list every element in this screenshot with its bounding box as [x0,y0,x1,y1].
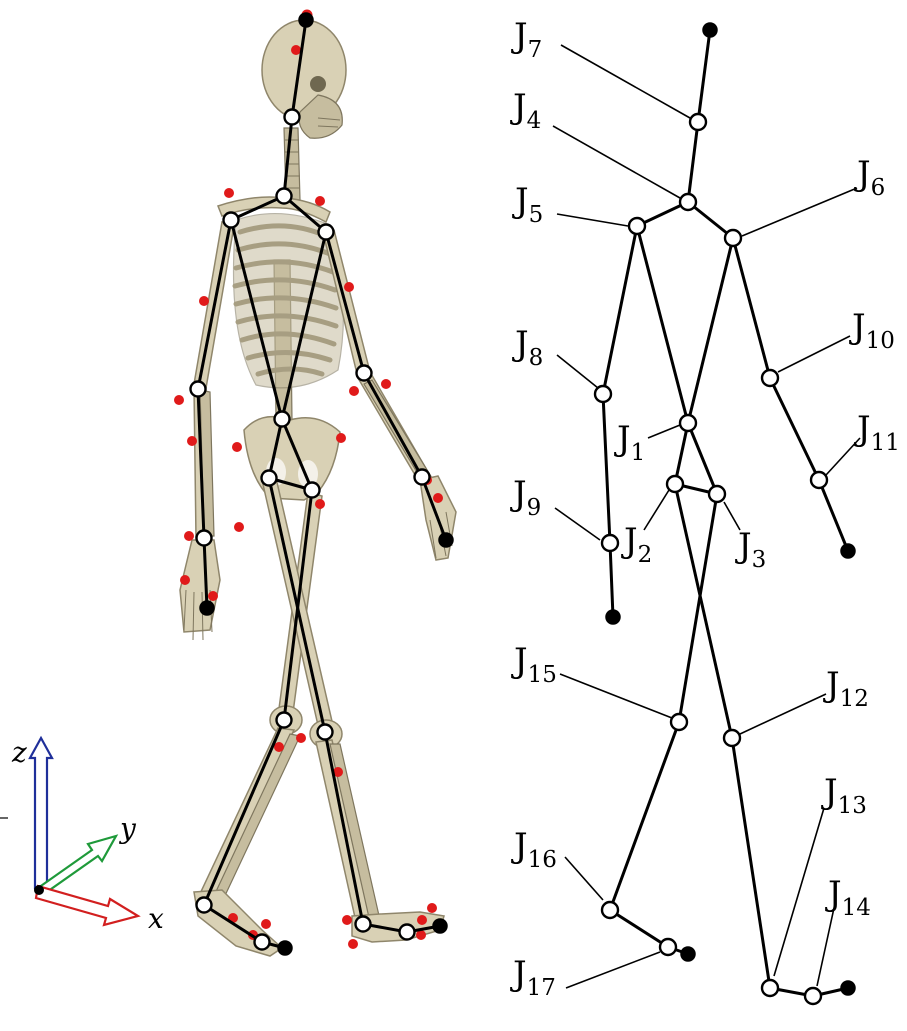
label-J7: J7 [511,16,542,63]
joint-J13 [762,980,778,996]
joint-left-hand-end [606,610,620,624]
joint-J3 [709,486,725,502]
joint-J10 [762,370,778,386]
label-J2: J2 [621,521,652,568]
label-J14: J14 [825,874,871,921]
joint-J14 [805,988,821,1004]
joint-J6 [725,230,741,246]
diagram-joints [595,23,855,1004]
label-J3: J3 [735,526,766,573]
joint-J16 [602,902,618,918]
joint-J1 [680,415,696,431]
label-J10: J10 [849,307,895,354]
label-J6: J6 [854,154,885,201]
joint-diagram: J7 J4 J5 J6 J8 J10 J1 J11 J9 J2 J3 J15 J… [510,16,900,1004]
leader-lines [553,45,860,988]
legs [194,478,444,956]
label-J11: J11 [854,409,900,456]
label-J5: J5 [512,181,543,228]
label-J12: J12 [823,665,869,712]
x-axis-label: x [148,902,164,935]
label-J15: J15 [511,641,557,688]
joint-J7 [690,114,706,130]
joint-J11 [811,472,827,488]
coordinate-axes: z y x [0,736,164,935]
joint-J15 [671,714,687,730]
joint-J17 [660,939,676,955]
joint-J9 [602,535,618,551]
label-J9: J9 [510,474,541,521]
skeleton-render [174,10,456,957]
label-J17: J17 [510,954,556,1001]
joint-left-toe-end [681,947,695,961]
y-axis-arrow [38,836,116,894]
x-axis-arrow [36,886,138,925]
label-J13: J13 [821,772,867,819]
pelvis [244,417,340,500]
joint-head-top [703,23,717,37]
y-axis-label: y [118,812,137,845]
joint-J12 [724,730,740,746]
joint-J8 [595,386,611,402]
joint-right-toe-end [841,981,855,995]
label-J16: J16 [511,826,557,873]
joint-J2 [667,476,683,492]
joint-labels: J7 J4 J5 J6 J8 J10 J1 J11 J9 J2 J3 J15 J… [510,16,900,1001]
z-axis-arrow [30,738,52,888]
joint-J4 [680,194,696,210]
z-axis-label: z [11,736,27,769]
joint-right-hand-end [841,544,855,558]
label-J4: J4 [510,87,541,134]
label-J8: J8 [512,324,543,371]
joint-J5 [629,218,645,234]
label-J1: J1 [614,419,645,466]
